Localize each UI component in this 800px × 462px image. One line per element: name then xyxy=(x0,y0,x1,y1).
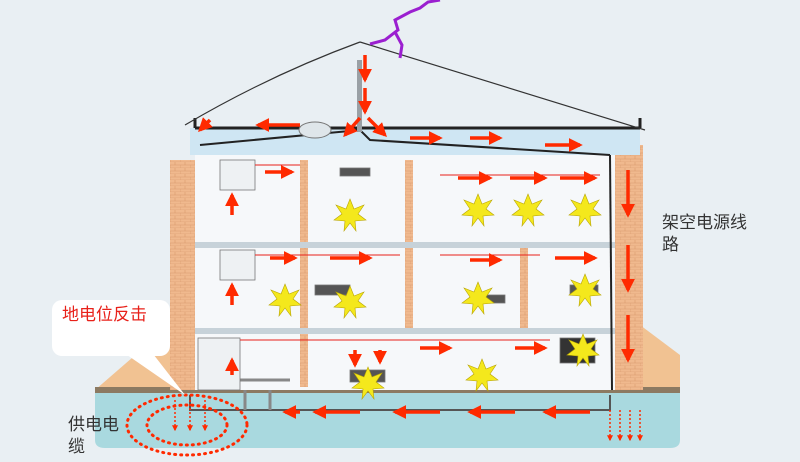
ground-layer xyxy=(95,390,680,448)
left-wall xyxy=(170,160,195,390)
room-walls xyxy=(300,160,528,387)
antenna-mast xyxy=(357,60,362,132)
ground-potential-zone xyxy=(125,393,249,457)
current-flow-arrows xyxy=(198,55,635,419)
lightning-bolt xyxy=(369,0,441,46)
internal-wiring xyxy=(240,164,600,341)
ground-counterattack-label: 地电位反击 xyxy=(62,305,147,325)
floor-2 xyxy=(195,242,615,248)
floor-1 xyxy=(195,328,615,334)
satellite-dish xyxy=(298,121,332,139)
supply-cable-label: 供电电缆 xyxy=(68,415,119,457)
overhead-line-label: 架空电源线路 xyxy=(662,213,747,255)
callout-ground-counterattack: 地电位反击 xyxy=(52,300,170,356)
roof xyxy=(190,128,640,155)
